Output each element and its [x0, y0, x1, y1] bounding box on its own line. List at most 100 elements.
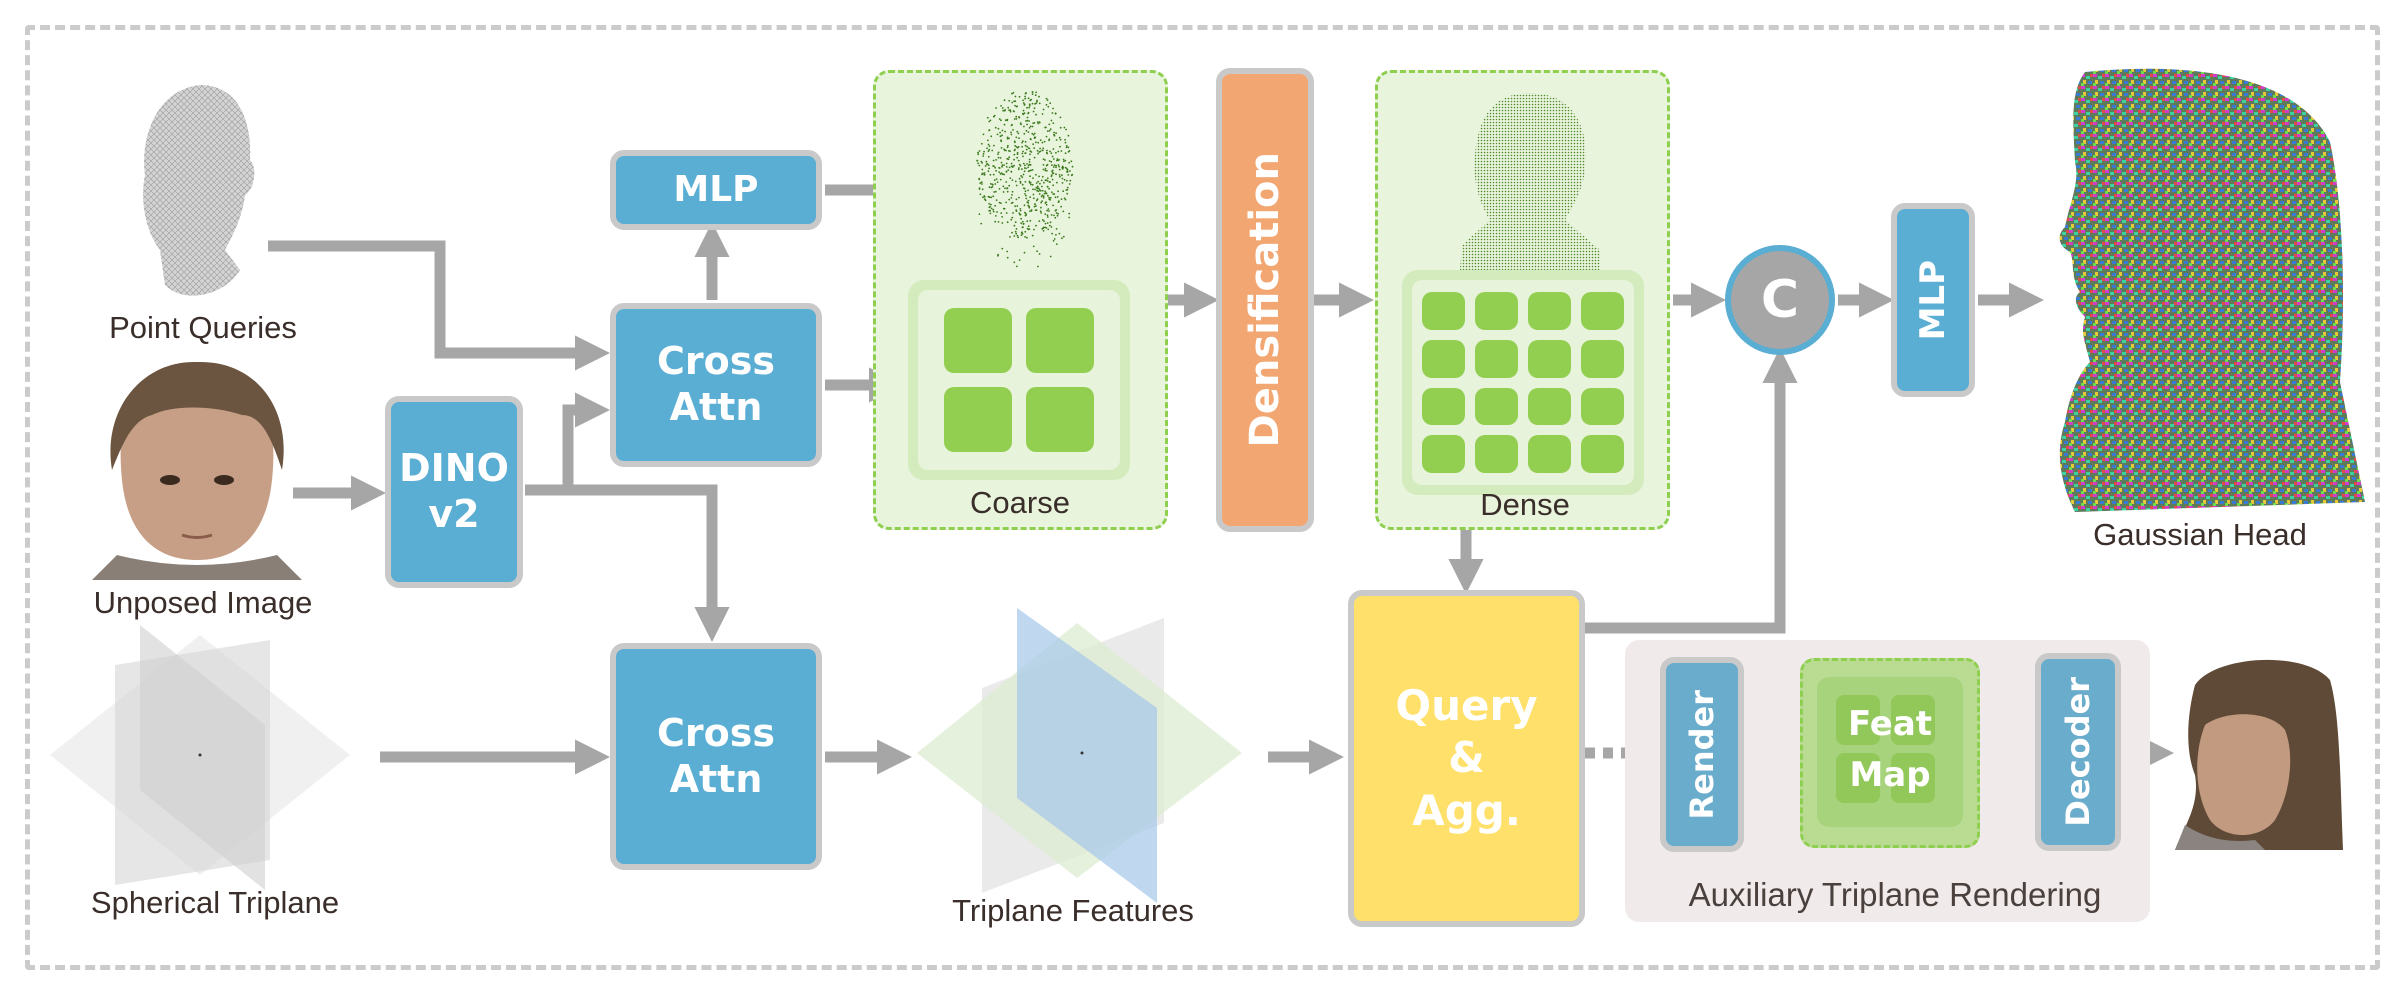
- point-dot: [999, 131, 1001, 134]
- point-dot: [1036, 250, 1038, 253]
- cross-attn-bottom-block: Cross Attn: [610, 643, 822, 870]
- point-dot: [1002, 109, 1005, 112]
- point-dot: [1052, 148, 1055, 150]
- grid-cell: [1581, 292, 1624, 330]
- point-dot: [987, 155, 990, 158]
- point-dot: [1058, 168, 1061, 171]
- point-dot: [1038, 102, 1041, 105]
- point-dot: [1040, 179, 1043, 182]
- point-dot: [1006, 190, 1009, 193]
- point-dot: [1022, 140, 1024, 142]
- point-dot: [988, 148, 991, 151]
- point-dot: [1036, 121, 1039, 123]
- point-dot: [1032, 177, 1034, 179]
- point-dot: [1031, 132, 1034, 135]
- point-dot: [984, 165, 987, 167]
- point-dot: [1008, 150, 1010, 152]
- point-dot: [992, 173, 995, 176]
- grid-cell: [1581, 339, 1624, 378]
- point-dot: [1046, 163, 1049, 166]
- point-dot: [1024, 181, 1027, 183]
- triplane-features-icon: [917, 608, 1242, 903]
- point-dot: [1034, 209, 1037, 212]
- point-dot: [1015, 115, 1018, 118]
- point-dot: [1047, 105, 1050, 108]
- point-dot: [1026, 220, 1029, 223]
- point-dot: [1039, 150, 1042, 153]
- point-dot: [1011, 194, 1013, 196]
- arrow-query-to-concat: [1585, 347, 1798, 634]
- point-dot: [982, 172, 984, 175]
- point-dot: [1034, 136, 1036, 139]
- point-dot: [1024, 97, 1027, 100]
- point-dot: [1070, 174, 1073, 177]
- point-dot: [1044, 226, 1047, 229]
- query-agg-line1: Query: [1395, 680, 1538, 730]
- point-dot: [1024, 92, 1027, 95]
- point-dot: [1020, 217, 1022, 220]
- point-dot: [1015, 209, 1018, 211]
- unposed-image-label: Unposed Image: [93, 585, 313, 620]
- grid-cell: [1422, 387, 1465, 426]
- point-dot: [1064, 138, 1066, 141]
- point-dot: [1044, 213, 1047, 216]
- point-dot: [1008, 184, 1011, 187]
- point-dot: [1048, 123, 1051, 126]
- point-dot: [983, 150, 985, 153]
- point-dot: [1067, 150, 1070, 153]
- point-dot: [1063, 160, 1065, 163]
- point-dot: [1042, 195, 1045, 198]
- point-dot: [1054, 112, 1057, 115]
- point-dot: [978, 213, 981, 216]
- point-dot: [1024, 144, 1027, 147]
- point-dot: [998, 171, 1001, 173]
- point-dot: [1027, 131, 1030, 133]
- grid-cell: [1475, 387, 1518, 426]
- point-dot: [995, 199, 998, 201]
- grid-cell: [1528, 339, 1571, 378]
- point-dot: [1059, 126, 1062, 129]
- point-dot: [1059, 116, 1062, 119]
- point-dot: [1040, 201, 1042, 204]
- point-dot: [1027, 97, 1030, 100]
- point-dot: [1049, 196, 1052, 199]
- point-dot: [1022, 162, 1025, 165]
- grid-cell: [1422, 435, 1465, 473]
- point-dot: [1065, 145, 1068, 147]
- point-dot: [978, 187, 981, 190]
- point-dot: [1023, 251, 1026, 254]
- point-dot: [1013, 149, 1016, 152]
- point-dot: [1046, 152, 1049, 155]
- point-dot: [1039, 189, 1042, 192]
- point-dot: [988, 120, 991, 123]
- point-dot: [1039, 139, 1042, 142]
- point-dot: [1023, 170, 1026, 173]
- point-dot: [1071, 165, 1074, 168]
- mesh-head-icon: [143, 85, 255, 296]
- point-dot: [997, 156, 1000, 159]
- point-dot: [1059, 145, 1061, 148]
- point-dot: [1064, 166, 1067, 169]
- point-dot: [981, 188, 984, 191]
- point-dot: [1048, 196, 1050, 199]
- point-dot: [1021, 141, 1023, 144]
- query-agg-line3: Agg.: [1412, 785, 1521, 835]
- point-dot: [1068, 161, 1071, 164]
- point-dot: [981, 168, 984, 171]
- point-dot: [1049, 198, 1052, 201]
- point-dot: [1050, 160, 1053, 163]
- point-dot: [1032, 133, 1035, 136]
- point-dot: [1022, 150, 1024, 153]
- point-dot: [986, 116, 989, 119]
- point-dot: [1069, 179, 1072, 182]
- point-dot: [1039, 210, 1042, 213]
- point-dot: [1011, 216, 1014, 219]
- dino-line1: DINO: [399, 446, 509, 491]
- point-dot: [1021, 168, 1023, 170]
- point-dot: [982, 133, 985, 136]
- dense-grid: [1402, 270, 1644, 495]
- point-dot: [1028, 103, 1031, 106]
- point-dot: [998, 188, 1001, 190]
- point-dot: [1051, 191, 1053, 194]
- arrow-dino-to-bottom-crossattn: [568, 484, 730, 643]
